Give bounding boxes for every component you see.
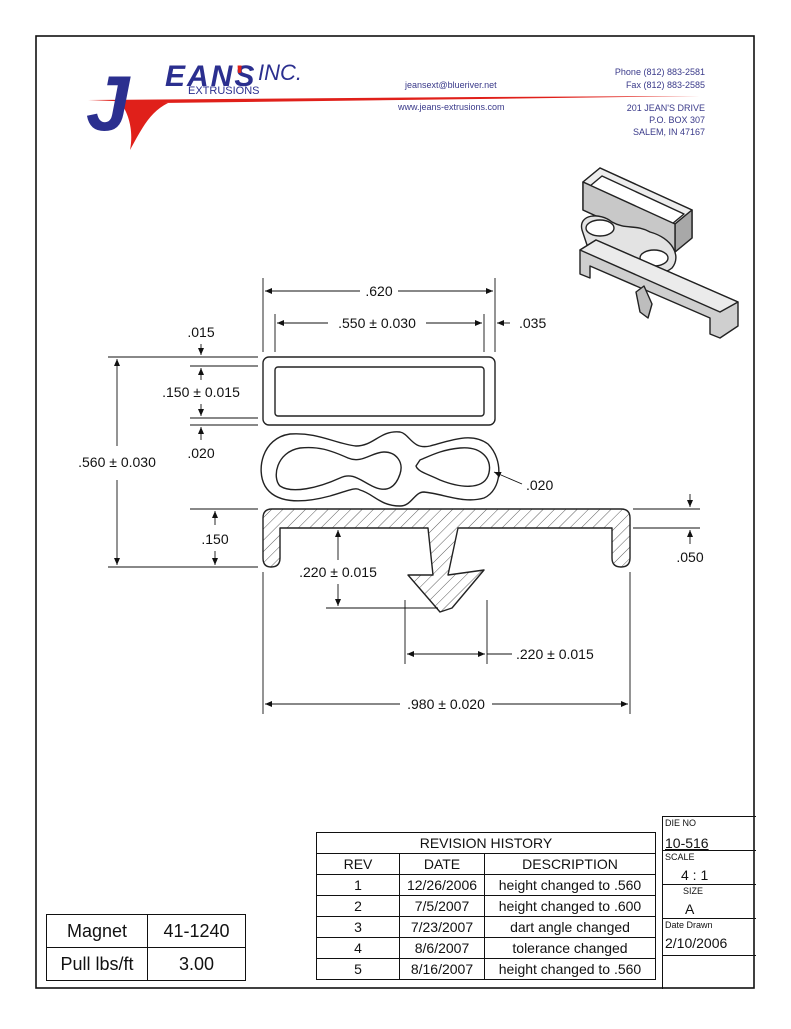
dim-050: .050 bbox=[676, 549, 703, 565]
dim-020-bulb: .020 bbox=[526, 477, 553, 493]
header-address-3: SALEM, IN 47167 bbox=[633, 127, 705, 137]
date-drawn-label: Date Drawn bbox=[665, 920, 713, 930]
profile-section bbox=[260, 356, 631, 613]
description-header: DESCRIPTION bbox=[484, 853, 656, 875]
logo-apostrophe: ' bbox=[236, 60, 243, 93]
die-no-block: DIE NO 10-516 bbox=[662, 816, 756, 851]
dim-150: .150 bbox=[201, 531, 228, 547]
die-no-value: 10-516 bbox=[665, 835, 709, 851]
description-cell: height changed to .560 bbox=[484, 874, 656, 896]
dim-220-height: .220 ± 0.015 bbox=[299, 564, 377, 580]
rev-header: REV bbox=[316, 853, 400, 875]
header-website: www.jeans-extrusions.com bbox=[397, 102, 505, 112]
date-cell: 12/26/2006 bbox=[399, 874, 485, 896]
rev-cell: 4 bbox=[316, 937, 400, 959]
pull-value: 3.00 bbox=[147, 947, 246, 981]
size-value: A bbox=[685, 901, 695, 917]
header-address-2: P.O. BOX 307 bbox=[649, 115, 705, 125]
description-cell: dart angle changed bbox=[484, 916, 656, 938]
header-phone: Phone (812) 883-2581 bbox=[615, 67, 705, 77]
size-label: SIZE bbox=[683, 886, 704, 896]
dim-620: .620 bbox=[365, 283, 392, 299]
logo-extrusions: EXTRUSIONS bbox=[188, 85, 260, 97]
rev-cell: 1 bbox=[316, 874, 400, 896]
dim-560: .560 ± 0.030 bbox=[78, 454, 156, 470]
date-header: DATE bbox=[399, 853, 485, 875]
logo-name: EANS bbox=[165, 60, 256, 93]
rev-cell: 3 bbox=[316, 916, 400, 938]
description-cell: tolerance changed bbox=[484, 937, 656, 959]
dimension-labels: .620 .550 ± 0.030 .035 .015 .150 ± 0.015… bbox=[78, 283, 704, 712]
date-cell: 7/5/2007 bbox=[399, 895, 485, 917]
header-fax: Fax (812) 883-2585 bbox=[626, 80, 705, 90]
logo-j: J bbox=[86, 59, 131, 147]
sheet-border bbox=[35, 35, 755, 989]
date-drawn-value: 2/10/2006 bbox=[665, 935, 728, 951]
date-cell: 8/6/2007 bbox=[399, 937, 485, 959]
dim-980: .980 ± 0.020 bbox=[407, 696, 485, 712]
dimension-lines bbox=[108, 278, 700, 714]
header-email: jeansext@blueriver.net bbox=[404, 80, 497, 90]
dim-035: .035 bbox=[519, 315, 546, 331]
magnet-value: 41-1240 bbox=[147, 914, 246, 948]
size-block: SIZE A bbox=[662, 884, 756, 919]
magnet-table: Magnet 41-1240 Pull lbs/ft 3.00 bbox=[46, 914, 246, 981]
company-logo: J EANS ' INC. EXTRUSIONS bbox=[86, 59, 700, 150]
description-cell: height changed to .560 bbox=[484, 958, 656, 980]
scale-block: SCALE 4 : 1 bbox=[662, 850, 756, 885]
scale-label: SCALE bbox=[665, 852, 695, 862]
pull-label: Pull lbs/ft bbox=[46, 947, 148, 981]
die-no-label: DIE NO bbox=[665, 818, 697, 828]
date-cell: 8/16/2007 bbox=[399, 958, 485, 980]
dim-550: .550 ± 0.030 bbox=[338, 315, 416, 331]
dim-015: .015 bbox=[187, 324, 214, 340]
table-row: Magnet 41-1240 bbox=[46, 914, 246, 948]
revision-history-title: REVISION HISTORY bbox=[316, 832, 656, 854]
dim-220-width: .220 ± 0.015 bbox=[516, 646, 594, 662]
dim-150-tol: .150 ± 0.015 bbox=[162, 384, 240, 400]
title-block-divider bbox=[663, 955, 756, 956]
date-cell: 7/23/2007 bbox=[399, 916, 485, 938]
rev-cell: 2 bbox=[316, 895, 400, 917]
table-row: Pull lbs/ft 3.00 bbox=[46, 947, 246, 981]
dim-020-top: .020 bbox=[187, 445, 214, 461]
rev-cell: 5 bbox=[316, 958, 400, 980]
header-address-1: 201 JEAN'S DRIVE bbox=[627, 103, 705, 113]
isometric-view bbox=[579, 167, 739, 339]
date-drawn-block: Date Drawn 2/10/2006 bbox=[662, 918, 756, 989]
description-cell: height changed to .600 bbox=[484, 895, 656, 917]
logo-inc: INC. bbox=[258, 60, 302, 85]
scale-value: 4 : 1 bbox=[681, 867, 709, 883]
magnet-label: Magnet bbox=[46, 914, 148, 948]
